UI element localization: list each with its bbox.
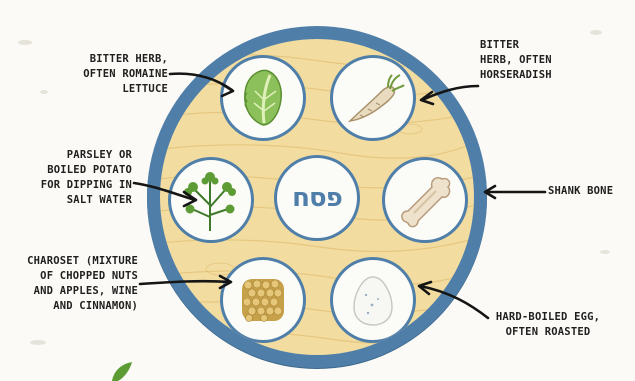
- dish-parsley: [168, 157, 254, 243]
- label-shank-bone: SHANK BONE: [548, 184, 628, 199]
- label-horseradish: BITTER HERB, OFTEN HORSERADISH: [480, 38, 590, 83]
- dish-shank-bone: [382, 157, 468, 243]
- paper-texture: [590, 30, 602, 35]
- dish-charoset: [220, 257, 306, 343]
- label-egg: HARD-BOILED EGG, OFTEN ROASTED: [492, 310, 604, 340]
- paper-texture: [18, 40, 32, 45]
- passover-hebrew-label: פסח: [292, 183, 342, 213]
- horseradish-icon: [338, 63, 408, 133]
- lettuce-icon: [228, 63, 298, 133]
- leaf-decoration-icon: [108, 360, 138, 381]
- dish-center: פסח: [274, 155, 360, 241]
- charoset-icon: [228, 265, 298, 335]
- egg-icon: [338, 265, 408, 335]
- label-charoset: CHAROSET (MIXTURE OF CHOPPED NUTS AND AP…: [10, 254, 138, 314]
- label-parsley: PARSLEY OR BOILED POTATO FOR DIPPING IN …: [36, 148, 132, 208]
- paper-texture: [30, 340, 46, 345]
- parsley-icon: [176, 165, 246, 235]
- label-lettuce: BITTER HERB, OFTEN ROMAINE LETTUCE: [68, 52, 168, 97]
- dish-lettuce: [220, 55, 306, 141]
- paper-texture: [600, 250, 610, 254]
- seder-plate: פסח: [147, 26, 487, 368]
- dish-egg: [330, 257, 416, 343]
- plate-wood-surface: פסח: [160, 39, 474, 355]
- arrow-shank-bone: [485, 186, 545, 198]
- shank-bone-icon: [390, 165, 460, 235]
- dish-horseradish: [330, 55, 416, 141]
- paper-texture: [40, 90, 48, 94]
